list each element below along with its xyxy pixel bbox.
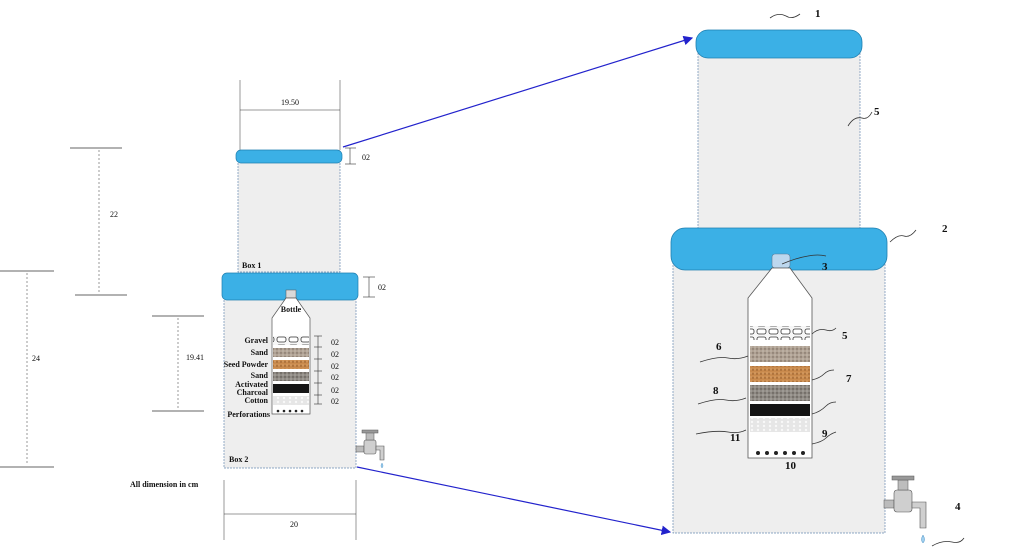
cotton-layer bbox=[273, 396, 309, 405]
units-note: All dimension in cm bbox=[130, 480, 199, 489]
thickness-cotton: 02 bbox=[331, 397, 339, 406]
thickness-sand: 02 bbox=[331, 350, 339, 359]
callout-line-8 bbox=[697, 397, 747, 405]
thickness-gravel: 02 bbox=[331, 338, 339, 347]
total-height-label: 24 bbox=[32, 354, 40, 363]
callout-6: 6 bbox=[716, 341, 722, 353]
callout-10: 10 bbox=[785, 460, 797, 472]
layer-label-gravel: Gravel bbox=[244, 336, 268, 345]
perforations-label: Perforations bbox=[227, 410, 270, 419]
box2-label: Box 2 bbox=[229, 455, 248, 464]
sand-layer bbox=[750, 346, 810, 362]
callout-line-11 bbox=[695, 429, 747, 435]
sand-layer-2 bbox=[750, 385, 810, 401]
thickness-sand-2: 02 bbox=[331, 373, 339, 382]
upper-tank-body bbox=[697, 43, 861, 235]
callout-line-1 bbox=[769, 13, 801, 19]
sand-layer-2 bbox=[273, 372, 309, 381]
bottom-width-label: 20 bbox=[290, 520, 298, 529]
callout-line-6 bbox=[699, 355, 749, 363]
left-bottle: Bottle bbox=[271, 289, 311, 415]
right-tap-icon bbox=[883, 475, 927, 544]
layer-label-cotton: Cotton bbox=[244, 396, 268, 405]
gravel-layer bbox=[273, 336, 309, 345]
layer-label-sand-2: Sand bbox=[251, 371, 269, 380]
thickness-charcoal: 02 bbox=[331, 386, 339, 395]
callout-5-top: 5 bbox=[874, 106, 880, 118]
callout-line-3 bbox=[781, 254, 827, 265]
callout-line-9 bbox=[811, 431, 837, 445]
thickness-seed-powder: 02 bbox=[331, 362, 339, 371]
callout-9: 9 bbox=[822, 428, 828, 440]
left-diagram: 19.50 Box 1 02 22 24 19.41 Box 2 02 bbox=[0, 80, 386, 540]
cotton-layer bbox=[750, 418, 810, 432]
top-width-label: 19.50 bbox=[281, 98, 299, 107]
callout-11: 11 bbox=[730, 432, 740, 444]
box1-body bbox=[237, 159, 341, 273]
callout-7: 7 bbox=[846, 373, 852, 385]
callout-line-5-right bbox=[811, 327, 837, 335]
callout-line-2 bbox=[889, 229, 917, 243]
layer-label-sand: Sand bbox=[251, 348, 269, 357]
upper-tank-lid bbox=[695, 29, 863, 59]
sand-layer bbox=[273, 348, 309, 357]
callout-line-4 bbox=[931, 537, 965, 547]
filter-height-label: 19.41 bbox=[186, 353, 204, 362]
charcoal-layer bbox=[750, 404, 810, 416]
zoom-arrow-top bbox=[342, 35, 694, 148]
callout-8: 8 bbox=[713, 385, 719, 397]
gravel-layer bbox=[750, 326, 810, 340]
zoom-arrow-bottom bbox=[356, 466, 672, 535]
callout-4: 4 bbox=[955, 501, 961, 513]
lid-thickness-bottom-label: 02 bbox=[378, 283, 386, 292]
layer-label-seed-powder: Seed Powder bbox=[224, 360, 269, 369]
lid-thickness-top-label: 02 bbox=[362, 153, 370, 162]
box1-label: Box 1 bbox=[242, 261, 261, 270]
right-diagram: 1 2 3 4 5 5 6 7 8 9 10 11 bbox=[670, 8, 965, 547]
callout-line-9-upper bbox=[811, 401, 837, 415]
right-bottle bbox=[747, 253, 813, 459]
bottle-label: Bottle bbox=[281, 305, 302, 314]
charcoal-layer bbox=[273, 384, 309, 393]
layer-label-activated: Activated bbox=[235, 380, 268, 389]
seed-powder-layer bbox=[750, 366, 810, 382]
left-tap-icon bbox=[355, 429, 385, 469]
callout-line-7 bbox=[811, 369, 835, 381]
callout-3: 3 bbox=[822, 261, 828, 273]
layer-label-charcoal: Charcoal bbox=[237, 388, 269, 397]
seed-powder-layer bbox=[273, 360, 309, 369]
box1-lid bbox=[235, 149, 343, 164]
box1-height-label: 22 bbox=[110, 210, 118, 219]
callout-2: 2 bbox=[942, 223, 948, 235]
callout-line-5-top bbox=[847, 111, 873, 127]
callout-1: 1 bbox=[815, 8, 821, 20]
callout-5-right: 5 bbox=[842, 330, 848, 342]
